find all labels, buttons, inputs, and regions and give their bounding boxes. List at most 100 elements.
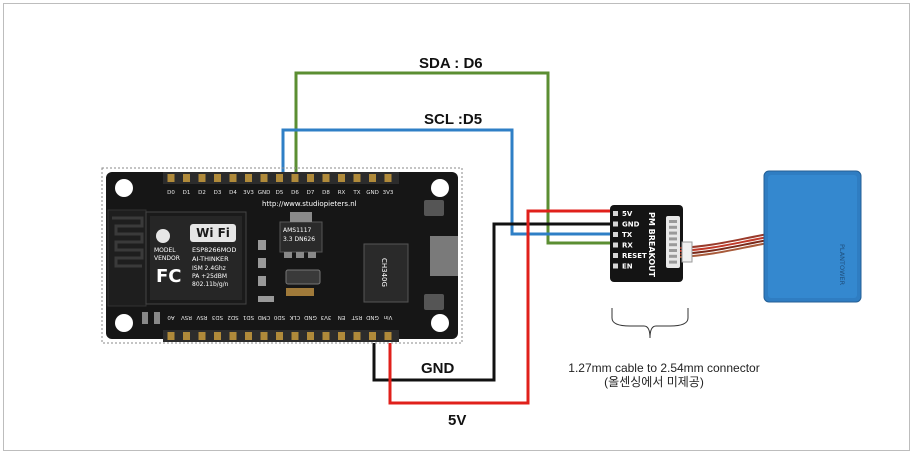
header-pin [167, 332, 175, 340]
usb-port [430, 236, 458, 276]
bottom-pin-label: A0 [167, 314, 175, 320]
bottom-pin-label: CMD [258, 314, 271, 320]
wires [281, 71, 610, 405]
scl-wire [281, 128, 610, 236]
header-pin [214, 174, 221, 182]
header-pin [307, 332, 314, 340]
header-pin [291, 174, 299, 182]
scl-label: SCL :D5 [424, 111, 482, 128]
top-pin-label: 3V3 [383, 190, 394, 196]
breakout-pin-pad [613, 253, 618, 258]
caption-line2: (올센싱에서 미제공) [604, 375, 704, 389]
mounting-hole [115, 314, 133, 332]
sensor-brand: PLANTOWER [838, 244, 846, 286]
top-pin-label: D6 [291, 190, 299, 196]
header-pin [198, 332, 206, 340]
connector-slot [669, 237, 677, 241]
usb-chip: CH340G [363, 243, 409, 303]
connector-slot [669, 231, 677, 235]
sda-wire [294, 71, 610, 245]
bottom-pin-label: GND [304, 314, 317, 320]
header-pin [384, 332, 392, 340]
header-pin [384, 174, 392, 182]
header-pin [260, 174, 268, 182]
bottom-pin-label: SD1 [243, 314, 254, 320]
esp8266-module: Wi Fi MODEL VENDOR FC ESP8266MOD AI-THIN… [107, 209, 247, 307]
flash-button [424, 200, 444, 216]
breakout-pin-pad [613, 232, 618, 237]
header-pin [307, 174, 314, 182]
breakout-pin-label: RESET [622, 252, 647, 260]
top-pin-label: D7 [307, 190, 315, 196]
header-pin [353, 174, 361, 182]
header-pin [183, 332, 190, 340]
bottom-pin-label: Vin [383, 314, 392, 320]
breakout-pin-label: RX [622, 242, 633, 250]
header-pin [369, 174, 376, 182]
sda-label: SDA : D6 [419, 55, 483, 72]
breakout-title: PM BREAKOUT [647, 212, 656, 278]
header-pin [245, 332, 252, 340]
header-pin [229, 332, 237, 340]
bottom-pin-label: RSV [181, 314, 192, 320]
header-pin [245, 174, 252, 182]
header-pin [229, 174, 237, 182]
regulator-line1: AMS1117 [283, 227, 312, 234]
breakout-connector [666, 216, 680, 268]
top-pin-label: D5 [276, 190, 284, 196]
bottom-pin-label: RSV [196, 314, 207, 320]
header-pin [322, 174, 330, 182]
5v-wire [388, 209, 610, 405]
top-header [163, 172, 399, 184]
bottom-pin-label: SD3 [211, 314, 223, 320]
header-pin [276, 174, 283, 182]
5v-label: 5V [448, 412, 466, 429]
header-pin [214, 332, 221, 340]
breakout-pin-label: EN [622, 263, 633, 271]
header-pin [183, 174, 190, 182]
top-pin-label: 3V3 [243, 190, 254, 196]
module-line5: 802.11b/g/n [192, 281, 229, 288]
voltage-regulator: AMS1117 3.3 DN626 [279, 212, 323, 258]
top-pin-label: D3 [214, 190, 222, 196]
breakout-pin-pad [613, 263, 618, 269]
bottom-pin-label: SD0 [273, 314, 285, 320]
wifi-logo: Wi Fi [196, 226, 230, 240]
connector-slot [669, 243, 677, 247]
usb-chip-label: CH340G [380, 258, 388, 287]
top-pin-label: D2 [198, 190, 206, 196]
module-line1: ESP8266MOD [192, 246, 236, 254]
breakout-pin-pad [613, 211, 618, 216]
breakout-pin-label: TX [622, 231, 633, 239]
board-url: http://www.studiopieters.nl [262, 200, 357, 208]
bottom-pin-label: 3V3 [320, 314, 331, 320]
board-outline [101, 167, 463, 344]
bottom-header [163, 330, 399, 342]
mounting-hole [431, 314, 449, 332]
top-pin-label: GND [366, 190, 379, 196]
bottom-pin-label: GND [366, 314, 379, 320]
bottom-pin-label: SD2 [227, 314, 238, 320]
wifi-signal-icon [156, 229, 170, 243]
top-pin-label: TX [352, 190, 360, 196]
header-pin [338, 174, 345, 182]
module-line2: AI-THINKER [192, 255, 229, 263]
module-line3: ISM 2.4Ghz [192, 265, 226, 272]
connector-slot [669, 249, 677, 252]
antenna-trace [112, 216, 144, 268]
caption-line1: 1.27mm cable to 2.54mm connector [568, 361, 759, 375]
cable-brace [611, 308, 689, 339]
vendor-label: VENDOR [154, 255, 180, 262]
top-pin-label: D1 [183, 190, 191, 196]
header-pin [291, 332, 299, 340]
model-label: MODEL [154, 247, 176, 254]
top-pin-label: RX [338, 190, 346, 196]
breakout-pin-label: GND [622, 221, 640, 229]
header-pin [276, 332, 283, 340]
bottom-pin-label: RST [351, 314, 362, 320]
module-line4: PA +25dBM [192, 273, 227, 280]
sensor-cable [679, 233, 769, 263]
top-pin-label: D0 [167, 190, 175, 196]
